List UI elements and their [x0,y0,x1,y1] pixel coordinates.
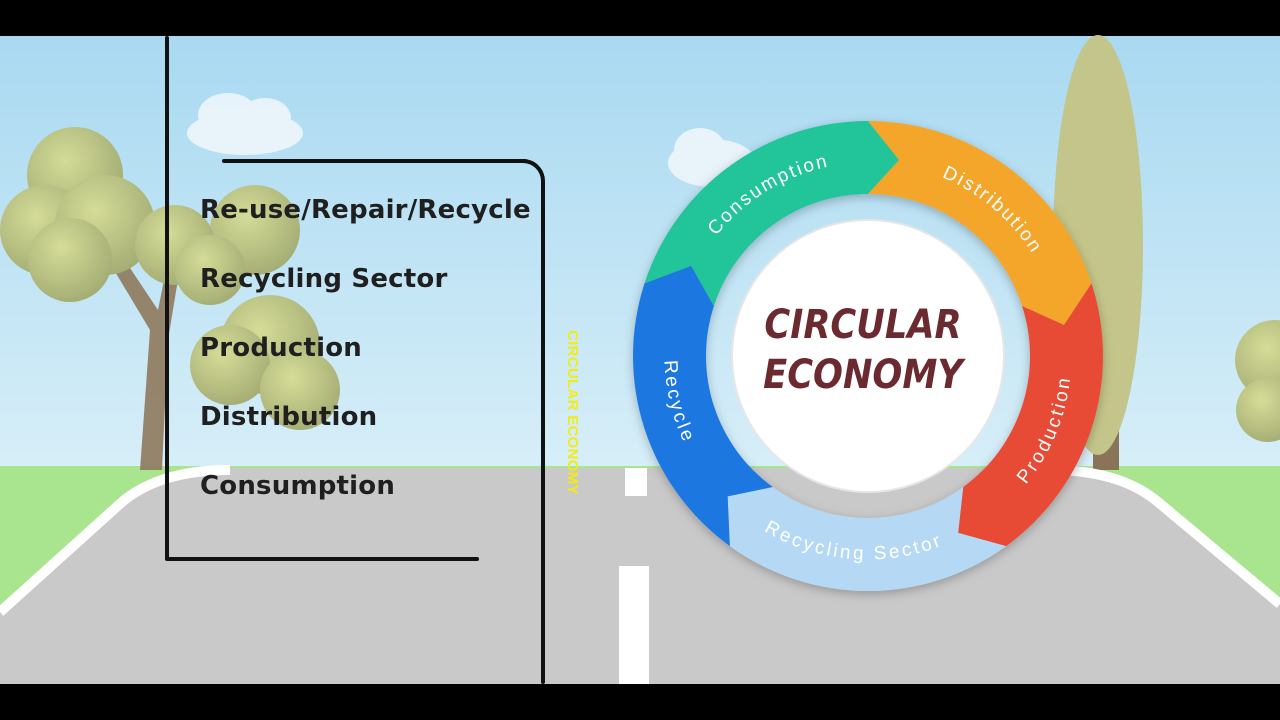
center-circle [731,219,1005,493]
center-title: CIRCULAR ECONOMY [753,300,973,400]
tree-left [0,127,340,470]
frame-line-vertical-left [165,36,169,560]
road-marking [619,566,649,684]
cycle-segment [633,265,773,547]
list-item: Consumption [200,471,396,501]
frame-line-corner [505,159,545,199]
tree-right-edge [1235,320,1280,442]
stage-list: Re-use/Repair/Recycle Recycling Sector P… [200,195,531,540]
list-item: Re-use/Repair/Recycle [200,195,531,225]
cycle-segment [958,283,1103,547]
frame-line-vertical-right [541,190,545,684]
vertical-title: CIRCULAR ECONOMY [564,330,581,495]
frame-line-top [222,159,527,163]
cycle-segment [727,487,1007,592]
cycle-segment [868,121,1092,325]
center-title-line1: CIRCULAR [764,302,962,348]
center-title-line2: ECONOMY [763,352,963,398]
cycle-segment [644,120,900,306]
road-marking [625,468,647,496]
list-item: Production [200,333,362,363]
list-item: Recycling Sector [200,264,448,294]
list-item: Distribution [200,402,378,432]
cloud [187,93,756,187]
frame-line-bottom [165,557,479,561]
road-edge-left [0,465,231,616]
